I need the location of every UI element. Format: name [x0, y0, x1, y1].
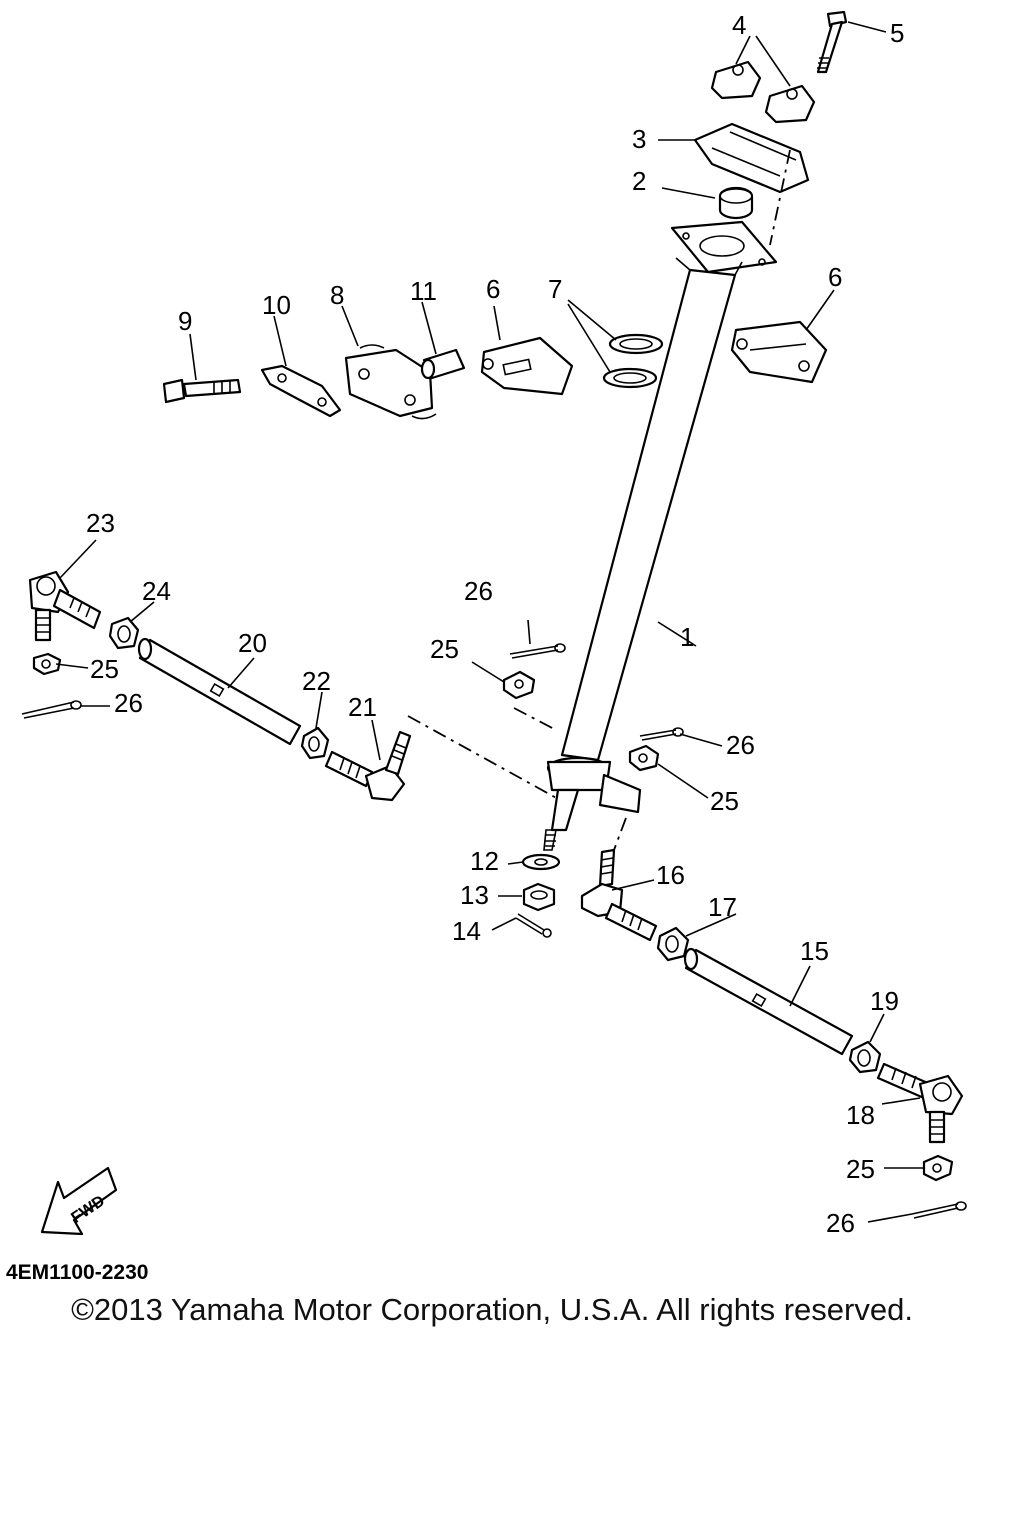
- steering-parts-diagram: 1 2 3 4 5 6 6 7 8 9 10 11 12 13 14 15 16…: [6, 10, 967, 1284]
- nut-13: [522, 882, 556, 912]
- nut-25-far-right: [922, 1154, 954, 1182]
- nut-25-center: [502, 670, 536, 700]
- lock-washer-10: [260, 364, 342, 418]
- callout-7: 7: [548, 274, 562, 304]
- bolt-9: [162, 378, 242, 404]
- callout-25-right: 25: [710, 786, 739, 816]
- steering-shaft-bushing-right: [730, 320, 828, 384]
- locknut-19: [848, 1040, 882, 1074]
- callout-6-left: 6: [486, 274, 500, 304]
- cotter-pin-26-left: [21, 700, 82, 719]
- callout-2: 2: [632, 166, 646, 196]
- callout-23: 23: [86, 508, 115, 538]
- callout-5: 5: [890, 18, 904, 48]
- callout-4: 4: [732, 10, 746, 40]
- drawing-code: 4EM1100-2230: [6, 1261, 148, 1284]
- tie-rod-end-18: [876, 1062, 964, 1144]
- callout-12: 12: [470, 846, 499, 876]
- tie-rod-end-21: [324, 730, 412, 802]
- cotter-pin-26-right: [639, 727, 684, 741]
- tie-rod-end-23: [28, 570, 102, 642]
- callout-8: 8: [330, 280, 344, 310]
- callout-3: 3: [632, 124, 646, 154]
- callout-24: 24: [142, 576, 171, 606]
- steering-column: [543, 220, 778, 851]
- callout-labels: 1 2 3 4 5 6 6 7 8 9 10 11 12 13 14 15 16…: [86, 10, 904, 1238]
- callout-1: 1: [680, 622, 694, 652]
- callout-11: 11: [410, 276, 437, 306]
- locknut-24: [108, 616, 140, 650]
- guide-line: [769, 149, 791, 246]
- fwd-arrow-icon: FWD: [40, 1166, 118, 1236]
- collar-2: [718, 186, 754, 220]
- guide-line: [407, 715, 561, 801]
- callout-13: 13: [460, 880, 489, 910]
- handlebar-holder-upper: [710, 60, 816, 124]
- callout-25-far-right: 25: [846, 1154, 875, 1184]
- cotter-pin-14: [515, 913, 552, 938]
- cotter-pin-26-far-right: [911, 1201, 967, 1219]
- locknut-17: [656, 926, 690, 962]
- tie-rod-20: [137, 637, 302, 746]
- callout-10: 10: [262, 290, 291, 320]
- callout-26-center: 26: [464, 576, 493, 606]
- tie-rod-end-16: [580, 848, 658, 942]
- leader-lines: [55, 21, 924, 1223]
- circlip-7: [602, 333, 664, 389]
- copyright-notice: ©2013 Yamaha Motor Corporation, U.S.A. A…: [71, 1292, 913, 1327]
- callout-25-center: 25: [430, 634, 459, 664]
- nut-25-left: [32, 652, 62, 676]
- washer-12: [521, 853, 561, 871]
- callout-6-right: 6: [828, 262, 842, 292]
- nut-25-right: [628, 744, 660, 772]
- guide-line: [513, 707, 557, 731]
- handlebar-holder-lower: [693, 122, 810, 194]
- steering-shaft-bushing-left: [480, 336, 574, 396]
- steering-shaft-holder-8: [344, 344, 437, 420]
- cotter-pin-26-center: [509, 643, 566, 659]
- callout-18: 18: [846, 1100, 875, 1130]
- callout-14: 14: [452, 916, 481, 946]
- guide-line: [613, 817, 627, 851]
- callout-17: 17: [708, 892, 737, 922]
- callout-16: 16: [656, 860, 685, 890]
- callout-25-left: 25: [90, 654, 119, 684]
- callout-15: 15: [800, 936, 829, 966]
- callout-26-far-right: 26: [826, 1208, 855, 1238]
- callout-21: 21: [348, 692, 377, 722]
- callout-9: 9: [178, 306, 192, 336]
- callout-20: 20: [238, 628, 267, 658]
- bolt-5: [816, 10, 848, 74]
- pin-11: [420, 348, 466, 380]
- locknut-22: [300, 726, 330, 760]
- callout-22: 22: [302, 666, 331, 696]
- tie-rod-15: [683, 947, 854, 1056]
- callout-19: 19: [870, 986, 899, 1016]
- callout-26-right: 26: [726, 730, 755, 760]
- callout-26-left: 26: [114, 688, 143, 718]
